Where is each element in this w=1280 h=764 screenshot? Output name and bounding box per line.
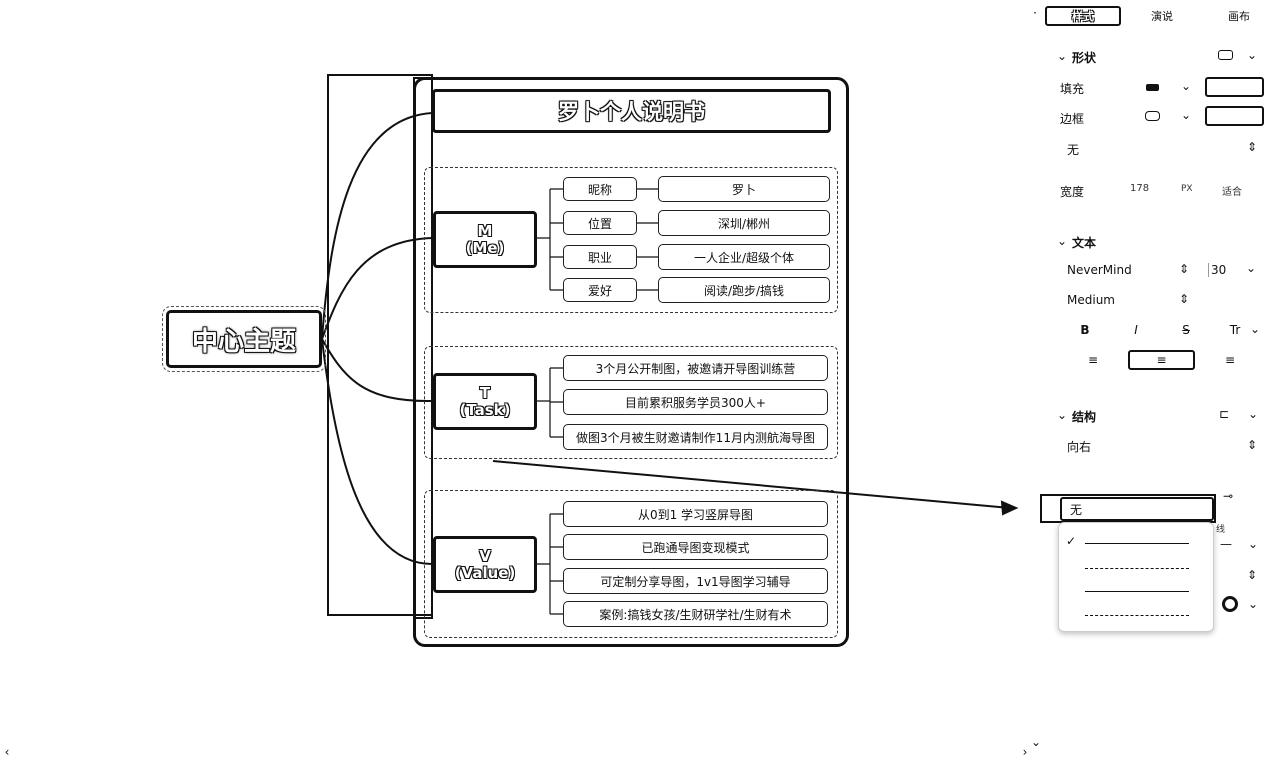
- shape-section-title: 形状: [1072, 51, 1097, 65]
- tab-presentation[interactable]: 演说: [1151, 10, 1173, 23]
- chevron-left-icon[interactable]: ‹: [4, 745, 10, 759]
- task-item-node[interactable]: 目前累积服务学员300人+: [563, 389, 828, 415]
- collapse-chevron-icon[interactable]: ⌄: [1056, 49, 1068, 63]
- strikethrough-button[interactable]: S: [1182, 323, 1190, 337]
- chevron-down-icon[interactable]: ⌄: [1249, 322, 1261, 336]
- me-key-node[interactable]: 昵称: [563, 177, 637, 201]
- annotation-arrow-head: [1000, 500, 1019, 516]
- task-item-node[interactable]: 3个月公开制图，被邀请开导图训练营: [563, 355, 828, 381]
- branch-me[interactable]: M (Me): [433, 211, 537, 268]
- center-topic[interactable]: 中心主题: [162, 306, 326, 372]
- border-color-button[interactable]: [1205, 106, 1264, 126]
- border-label: 边框: [1060, 112, 1085, 126]
- me-value-node[interactable]: 一人企业/超级个体: [658, 244, 830, 270]
- bold-button[interactable]: B: [1080, 323, 1090, 337]
- border-rect-icon: [1144, 111, 1160, 121]
- branch-value[interactable]: V (Value): [433, 536, 537, 593]
- branch-task-line2: (Task): [459, 400, 511, 419]
- color-ring-icon[interactable]: [1222, 596, 1238, 612]
- branch-value-line1: V: [479, 547, 491, 565]
- branch-line-icon[interactable]: ⊸: [1222, 489, 1234, 503]
- group-me-frame: [424, 167, 838, 313]
- collapse-chevron-icon[interactable]: ⌄: [1056, 408, 1068, 422]
- width-input[interactable]: 178: [1130, 183, 1150, 194]
- selection-box-inner: [413, 77, 433, 619]
- fill-label: 填充: [1060, 82, 1085, 96]
- me-value-node[interactable]: 深圳/郴州: [658, 210, 830, 236]
- branch-me-line1: M: [477, 222, 493, 240]
- branch-me-line2: (Me): [465, 238, 505, 257]
- line-style-select[interactable]: 无: [1060, 497, 1214, 521]
- value-item-node[interactable]: 案例:搞钱女孩/生财研学社/生财有术: [563, 601, 828, 627]
- chevron-down-icon[interactable]: ⌄: [1245, 261, 1257, 275]
- line-style-long[interactable]: [1085, 591, 1189, 592]
- me-key-node[interactable]: 位置: [563, 211, 637, 235]
- align-right-icon[interactable]: ≡: [1224, 353, 1236, 367]
- group-value-frame: [424, 490, 838, 638]
- fill-swatch: [1145, 83, 1159, 91]
- updown-icon[interactable]: ⇕: [1246, 438, 1258, 452]
- branch-task-line1: T: [479, 384, 491, 402]
- checkmark-icon: ✓: [1065, 534, 1077, 548]
- text-transform-button[interactable]: Tr: [1229, 323, 1241, 337]
- fill-color-button[interactable]: [1205, 77, 1264, 97]
- fit-button[interactable]: 适合: [1222, 187, 1242, 198]
- value-item-node[interactable]: 可定制分享导图，1v1导图学习辅导: [563, 568, 828, 594]
- align-center-button[interactable]: ≡: [1128, 350, 1195, 370]
- task-item-node[interactable]: 做图3个月被生财邀请制作11月内测航海导图: [563, 424, 828, 450]
- font-weight-select[interactable]: Medium: [1067, 293, 1115, 307]
- font-family-select[interactable]: NeverMind: [1067, 263, 1132, 277]
- chevron-down-icon[interactable]: ⌄: [1180, 79, 1192, 93]
- updown-icon[interactable]: ⇕: [1178, 292, 1190, 306]
- partial-label: 线: [1216, 525, 1226, 535]
- chevron-down-icon[interactable]: ⌄: [1247, 537, 1259, 551]
- line-style-dashed[interactable]: [1085, 568, 1189, 569]
- structure-direction-select[interactable]: 向右: [1067, 440, 1092, 454]
- value-item-node[interactable]: 已跑通导图变现模式: [563, 534, 828, 560]
- chevron-down-icon[interactable]: ⌄: [1180, 108, 1192, 122]
- line-style-solid[interactable]: [1085, 543, 1189, 544]
- chevron-down-icon[interactable]: ⌄: [1246, 48, 1258, 62]
- line-width-icon[interactable]: —: [1220, 537, 1232, 551]
- italic-button[interactable]: I: [1134, 323, 1138, 337]
- chevron-down-icon[interactable]: ⌄: [1030, 735, 1042, 749]
- value-item-node[interactable]: 从0到1 学习竖屏导图: [563, 501, 828, 527]
- me-value-node[interactable]: 罗卜: [658, 176, 830, 202]
- shape-type-icon[interactable]: [1215, 48, 1235, 62]
- width-unit: PX: [1181, 184, 1193, 194]
- chevron-down-icon[interactable]: ⌄: [1247, 597, 1259, 611]
- updown-icon[interactable]: ⇕: [1178, 262, 1190, 276]
- line-style-dropdown: ✓: [1058, 522, 1214, 632]
- structure-section-title: 结构: [1072, 410, 1097, 424]
- line-style-dash-dot[interactable]: [1085, 615, 1189, 616]
- align-left-icon[interactable]: ≡: [1087, 353, 1099, 367]
- text-section-title: 文本: [1072, 236, 1097, 250]
- updown-icon[interactable]: ⇕: [1246, 568, 1258, 582]
- ring-swatch: [1222, 596, 1238, 612]
- me-key-node[interactable]: 职业: [563, 245, 637, 269]
- me-value-node[interactable]: 阅读/跑步/搞钱: [658, 277, 830, 303]
- branch-value-line2: (Value): [454, 563, 516, 582]
- align-center-icon: ≡: [1156, 353, 1167, 367]
- tab-style[interactable]: 样式: [1045, 6, 1121, 26]
- branch-task[interactable]: T (Task): [433, 373, 537, 430]
- rounded-rect-icon: [1217, 50, 1233, 60]
- chevron-right-icon[interactable]: ›: [1022, 745, 1028, 759]
- font-size-input[interactable]: 30: [1208, 263, 1226, 277]
- tab-canvas[interactable]: 画布: [1228, 10, 1250, 23]
- border-style-select[interactable]: 无: [1067, 143, 1080, 157]
- chevron-down-icon[interactable]: ⌄: [1247, 407, 1259, 421]
- structure-layout-icon[interactable]: ⊏: [1218, 407, 1230, 421]
- fill-color-icon[interactable]: [1143, 81, 1161, 93]
- updown-icon[interactable]: ⇕: [1246, 140, 1258, 154]
- border-shape-icon[interactable]: [1143, 110, 1161, 122]
- me-key-node[interactable]: 爱好: [563, 278, 637, 302]
- group-task-frame: [424, 346, 838, 459]
- mindmap-title[interactable]: 罗卜个人说明书: [432, 89, 831, 133]
- panel-collapse-icon[interactable]: ·: [1033, 6, 1037, 20]
- width-label: 宽度: [1060, 185, 1085, 199]
- collapse-chevron-icon[interactable]: ⌄: [1056, 234, 1068, 248]
